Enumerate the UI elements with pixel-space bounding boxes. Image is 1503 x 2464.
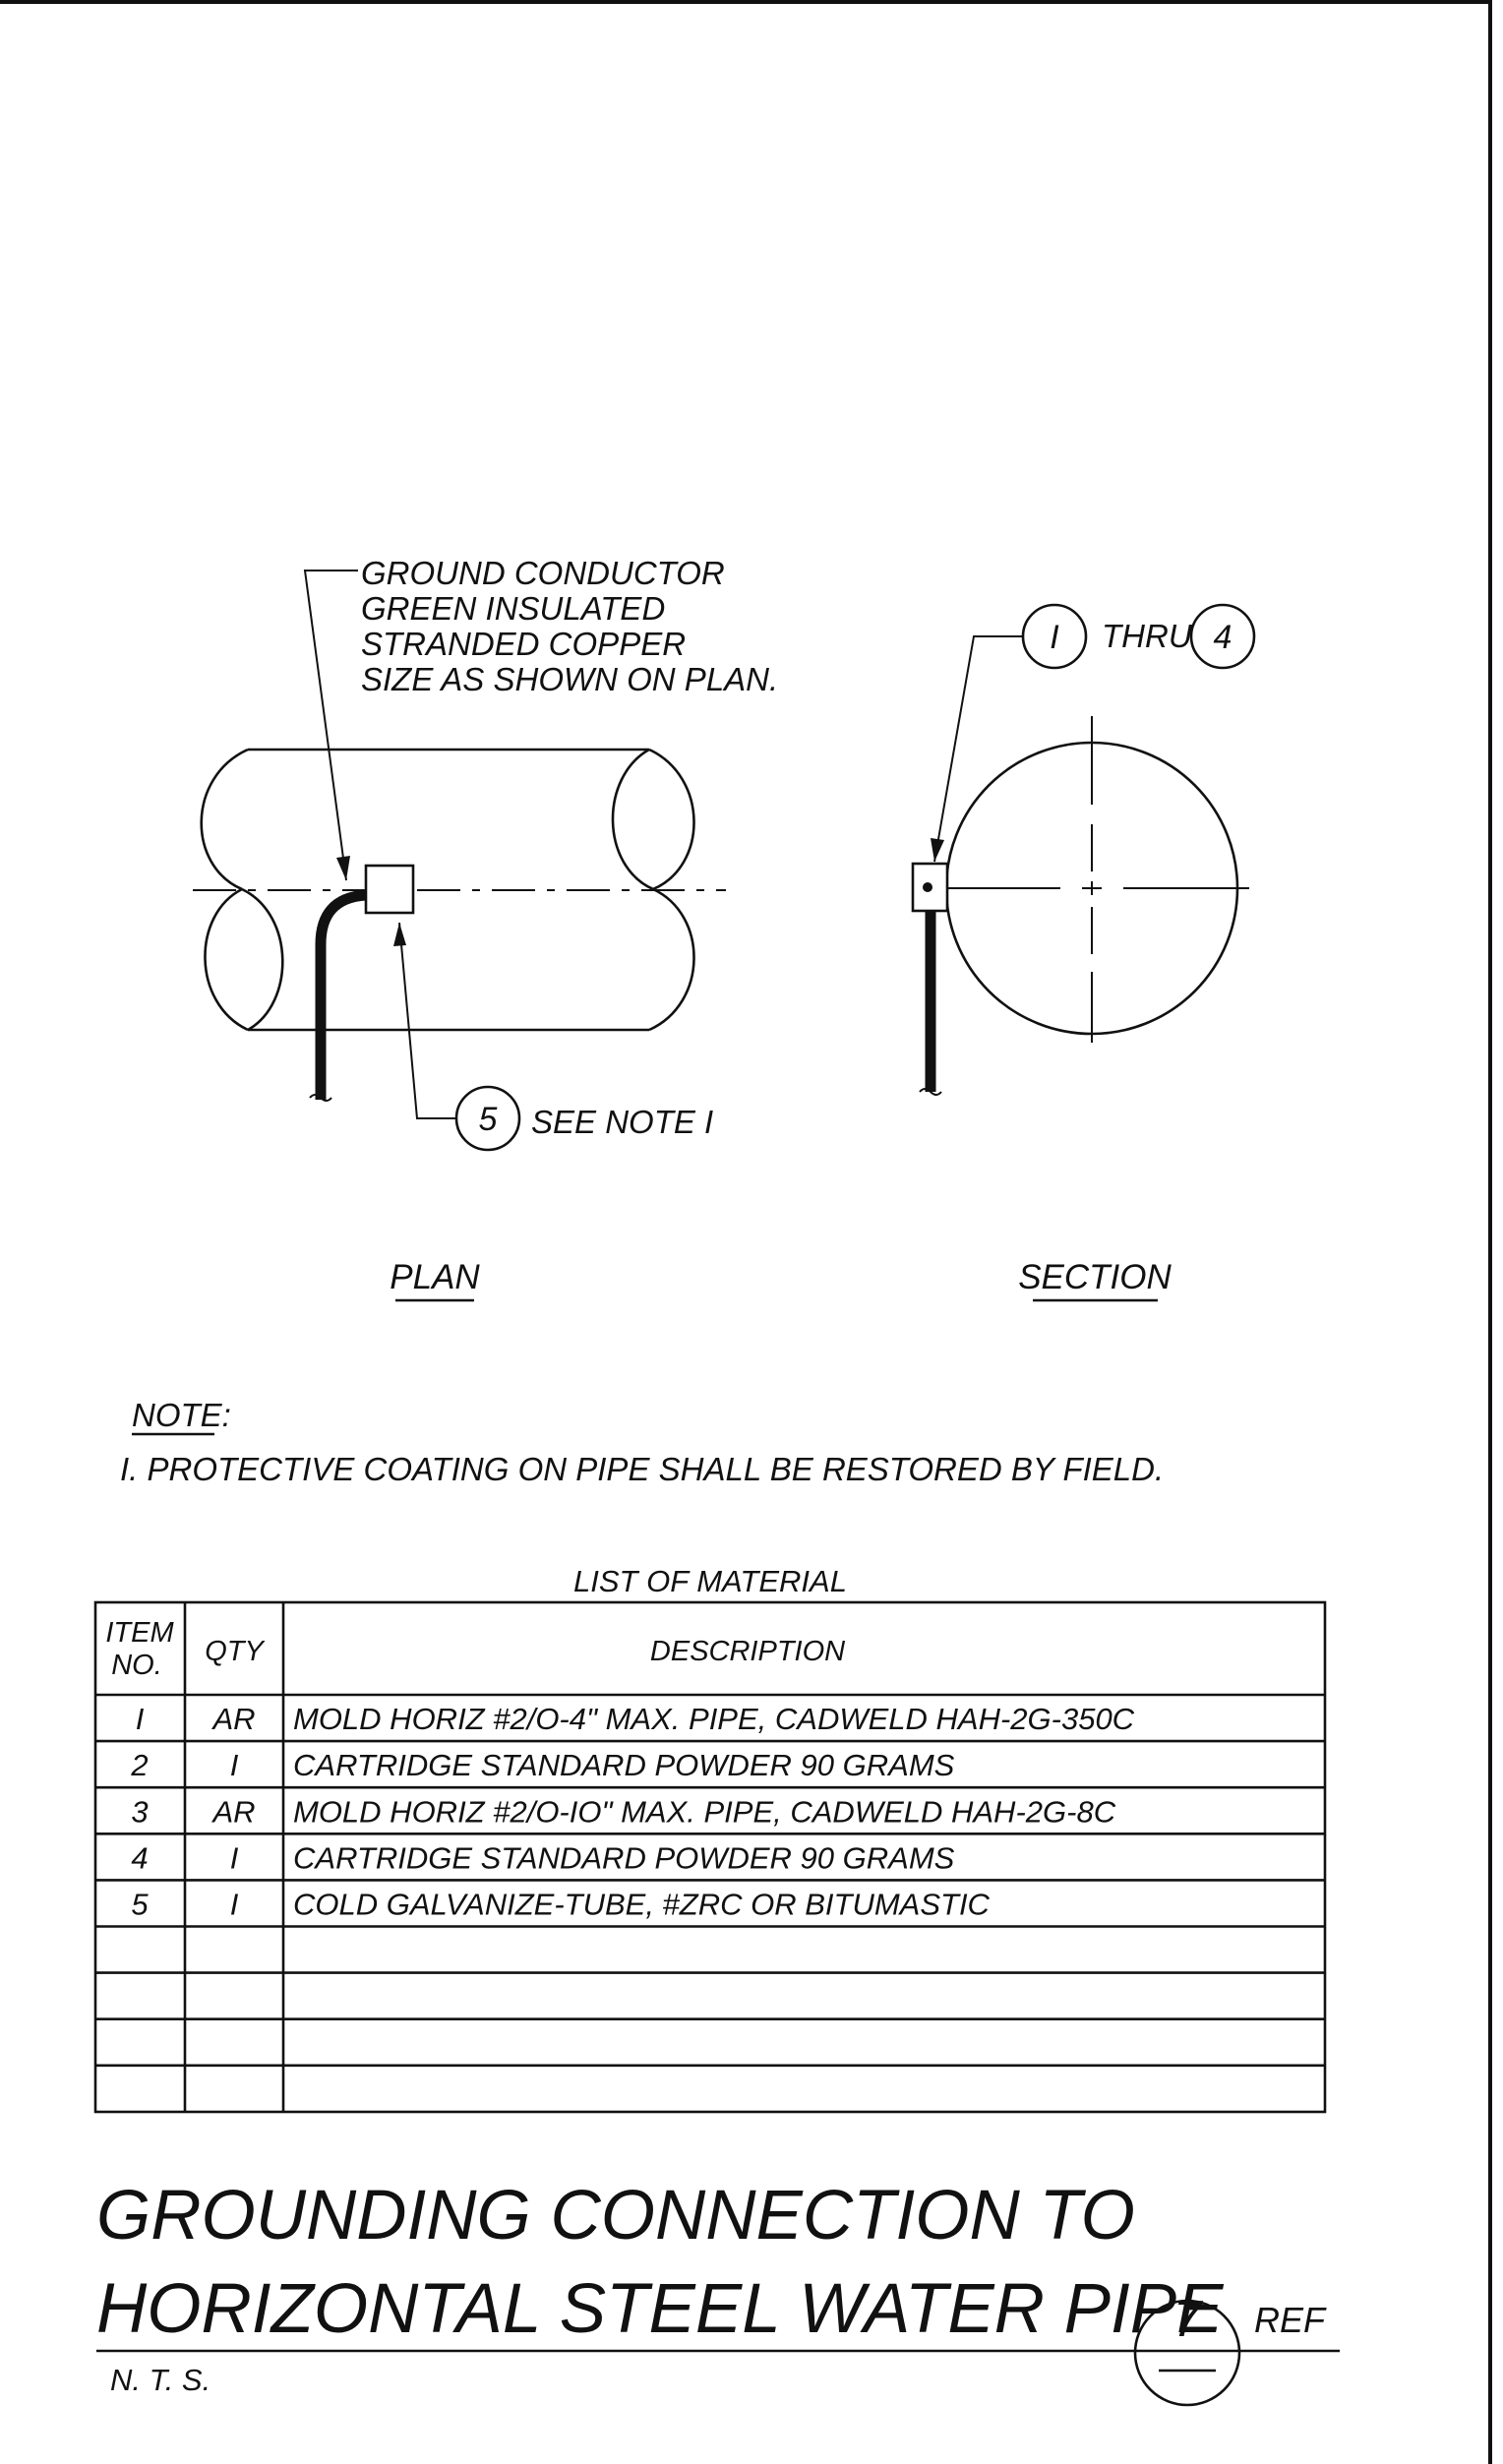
row-qty: I [230,1840,239,1875]
callout-1-number: I [1050,619,1059,656]
material-table-title: LIST OF MATERIAL [573,1564,847,1598]
row-description: CARTRIDGE STANDARD POWDER 90 GRAMS [293,1748,955,1782]
conductor-note-line4: SIZE AS SHOWN ON PLAN. [361,661,778,697]
notes-block: NOTE: I. PROTECTIVE COATING ON PIPE SHAL… [120,1397,1164,1487]
callout-thru-text: THRU [1102,618,1192,654]
row-qty: AR [210,1702,255,1736]
row-item-number: 3 [131,1794,148,1829]
row-description: CARTRIDGE STANDARD POWDER 90 GRAMS [293,1840,955,1875]
conductor-note-line3: STRANDED COPPER [361,626,686,662]
plan-conductor-leader [303,570,358,881]
row-qty: I [230,1888,239,1922]
conductor-note-line2: GREEN INSULATED [361,590,665,627]
table-frame [93,1600,1327,2114]
row-qty: AR [210,1794,255,1829]
plan-weld-connection [364,864,415,915]
header-item-line2: NO. [111,1650,162,1681]
section-view: I THRU 4 SECTION [911,603,1256,1302]
table-row: 3 AR MOLD HORIZ #2/O-IO" MAX. PIPE, CADWEL… [131,1794,1115,1829]
scale-text: N. T. S. [110,2363,210,2397]
section-view-label: SECTION [1018,1258,1172,1296]
table-row: I AR MOLD HORIZ #2/O-4" MAX. PIPE, CADWELD… [136,1702,1135,1736]
row-description: MOLD HORIZ #2/O-IO" MAX. PIPE, CADWELD H… [293,1794,1116,1829]
row-qty: I [230,1748,239,1782]
table-row: 4 I CARTRIDGE STANDARD POWDER 90 GRAMS [131,1840,954,1875]
header-qty: QTY [205,1636,266,1667]
callout-1-bubble: I [1021,603,1088,670]
plan-view: GROUND CONDUCTOR GREEN INSULATED STRANDE… [193,555,778,1302]
row-item-number: 2 [130,1748,148,1782]
notes-heading: NOTE: [132,1397,231,1433]
table-row-lines [95,1739,1325,2068]
row-item-number: 4 [131,1840,148,1875]
header-item-line1: ITEM [105,1617,174,1649]
section-conductor-break [919,1088,942,1096]
detail-bubble: 7 [1133,2291,1241,2407]
callout-5-bubble: 5 [454,1085,521,1152]
plan-ground-conductor [315,889,367,1100]
row-description: MOLD HORIZ #2/O-4" MAX. PIPE, CADWELD HA… [293,1702,1135,1736]
section-conductor-dot [923,882,932,892]
callout-5-number: 5 [479,1101,498,1138]
section-centerlines [944,716,1249,1043]
table-header-row: ITEM NO. QTY DESCRIPTION [105,1617,845,1681]
plan-conductor-break [309,1094,332,1102]
sheet-ref: REF [1254,2300,1327,2340]
row-item-number: 5 [131,1888,149,1922]
note-item-1: I. PROTECTIVE COATING ON PIPE SHALL BE R… [120,1451,1164,1487]
callout-4-bubble: 4 [1189,603,1256,670]
title-line-2: HORIZONTAL STEEL WATER PIPE [96,2270,1225,2348]
plan-conductor-note: GROUND CONDUCTOR GREEN INSULATED STRANDE… [361,555,778,697]
header-description: DESCRIPTION [650,1636,845,1667]
callout-4-number: 4 [1214,619,1232,656]
title-block: GROUNDING CONNECTION TO HORIZONTAL STEEL… [96,2177,1340,2407]
title-line-1: GROUNDING CONNECTION TO [96,2177,1135,2254]
conductor-note-line1: GROUND CONDUCTOR [361,555,725,591]
detail-number: 7 [1173,2291,1204,2348]
callout-5-leader [393,922,455,1119]
plan-pipe [200,748,695,1032]
table-row: 5 I COLD GALVANIZE-TUBE, #ZRC OR BITUMASTI… [131,1888,990,1922]
table-rows: I AR MOLD HORIZ #2/O-4" MAX. PIPE, CADWELD… [130,1702,1134,1921]
material-table: LIST OF MATERIAL ITEM NO. QTY DESCRIPTIO… [93,1564,1327,2114]
callout-5-text: SEE NOTE I [531,1104,713,1140]
row-item-number: I [136,1702,145,1736]
section-callout-leader [931,635,1023,863]
plan-view-label: PLAN [390,1258,480,1296]
table-row: 2 I CARTRIDGE STANDARD POWDER 90 GRAMS [130,1748,954,1782]
row-description: COLD GALVANIZE-TUBE, #ZRC OR BITUMASTIC [293,1888,991,1922]
